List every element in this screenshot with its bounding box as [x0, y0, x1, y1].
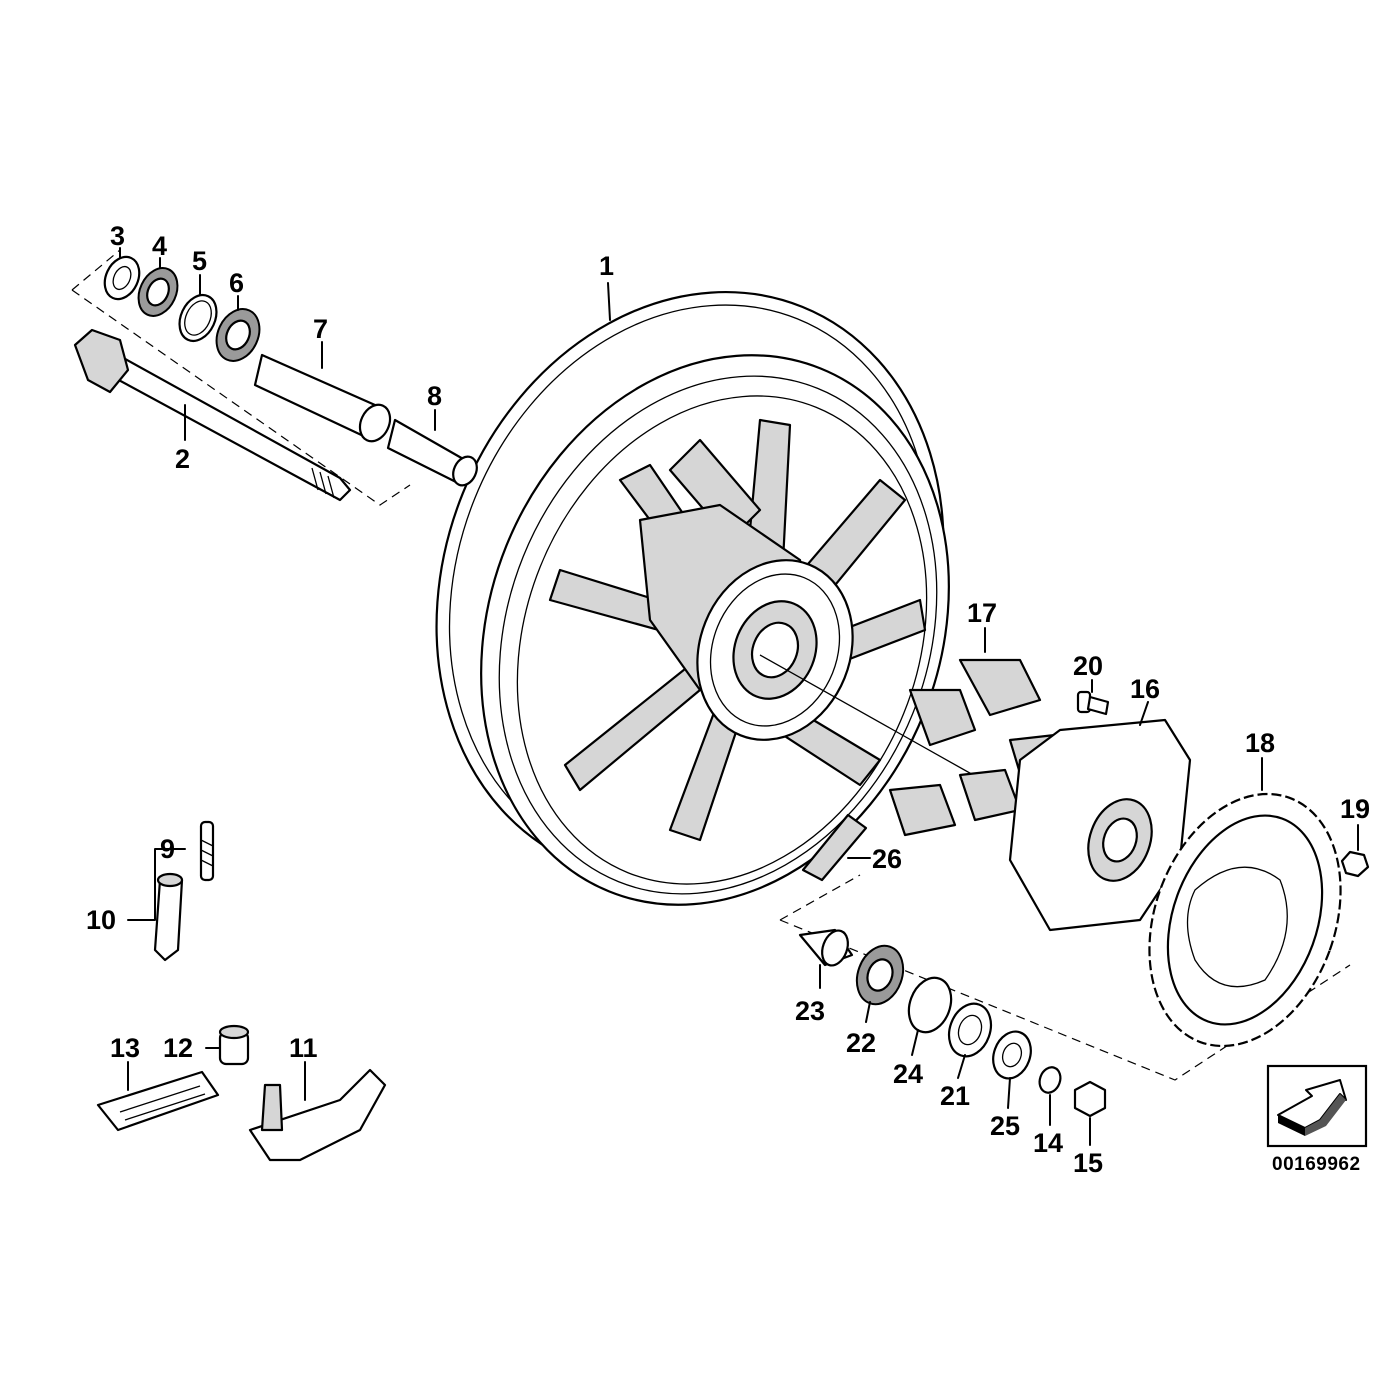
- wheel-weight-13: [96, 1070, 220, 1132]
- callout-labels: 1 2 3 4 5 6 7 8 9 10 11 12 13 14 15 16 1…: [86, 221, 1370, 1178]
- seal-3: [103, 255, 141, 301]
- callout-11: 11: [289, 1033, 318, 1063]
- nut-15: [1073, 1080, 1107, 1118]
- callout-14: 14: [1033, 1128, 1063, 1158]
- callout-2: 2: [175, 444, 190, 474]
- spacer-sleeve-7: [253, 353, 392, 443]
- callout-19: 19: [1340, 794, 1370, 824]
- callout-6: 6: [229, 268, 244, 298]
- callout-26: 26: [872, 844, 902, 874]
- bearing-22: [855, 944, 905, 1006]
- reference-number: 00169962: [1272, 1154, 1361, 1175]
- chain-sprocket-18: [1148, 792, 1342, 1048]
- callout-4: 4: [152, 231, 167, 261]
- callout-22: 22: [846, 1028, 876, 1058]
- rear-wheel: [435, 290, 1001, 906]
- callout-13: 13: [110, 1033, 140, 1063]
- callout-24: 24: [893, 1059, 923, 1089]
- callout-8: 8: [427, 381, 442, 411]
- bearing-4: [137, 267, 179, 317]
- callout-20: 20: [1073, 651, 1103, 681]
- callout-10: 10: [86, 905, 116, 935]
- callout-17: 17: [967, 598, 997, 628]
- valve-cap-12: [218, 1024, 250, 1066]
- cover-11: [248, 1068, 387, 1162]
- wheel-axle: [73, 328, 352, 502]
- sprocket-carrier-16: [1008, 718, 1192, 932]
- nut-19: [1340, 850, 1370, 878]
- balance-strip-26: [801, 813, 868, 882]
- spacer-sleeve-8: [386, 418, 478, 487]
- leader-lines: [119, 247, 1359, 1146]
- callout-15: 15: [1073, 1148, 1103, 1178]
- valve-insert-9: [199, 820, 215, 882]
- washer-14: [1038, 1066, 1062, 1094]
- reference-box: 00169962: [1266, 1064, 1368, 1175]
- axle-group-outline: [71, 249, 411, 506]
- bearing-6: [215, 308, 261, 362]
- rubber-damper-17: [888, 658, 1072, 837]
- tyre-valve-10: [153, 872, 184, 962]
- circlip-24: [907, 976, 953, 1034]
- callout-25: 25: [990, 1111, 1020, 1141]
- callout-18: 18: [1245, 728, 1275, 758]
- callout-5: 5: [192, 246, 207, 276]
- callout-16: 16: [1130, 674, 1160, 704]
- circlip-5: [178, 293, 218, 343]
- callout-3: 3: [110, 221, 125, 251]
- arrow-icon: [1277, 1079, 1347, 1136]
- seal-21: [947, 1002, 993, 1058]
- callout-21: 21: [940, 1081, 970, 1111]
- bolt-20: [1076, 690, 1110, 716]
- callout-9: 9: [160, 834, 175, 864]
- callout-7: 7: [313, 314, 328, 344]
- callout-23: 23: [795, 996, 825, 1026]
- callout-1: 1: [599, 251, 614, 281]
- hub-group-outline: [779, 874, 1351, 1081]
- callout-12: 12: [163, 1033, 193, 1063]
- spacer-23: [798, 928, 854, 967]
- spacer-25: [992, 1030, 1032, 1080]
